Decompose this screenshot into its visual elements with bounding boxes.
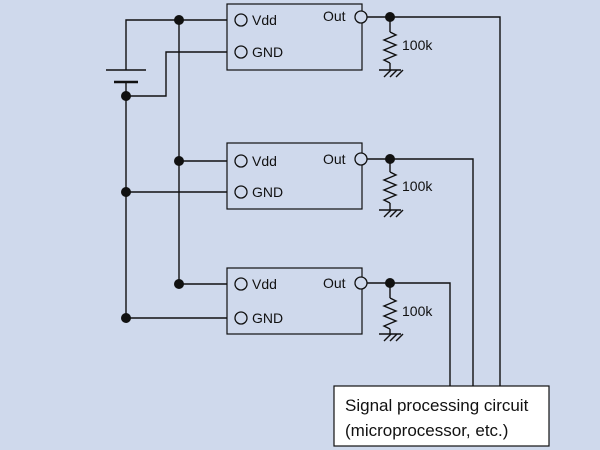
sensor-3-vdd-label: Vdd <box>252 276 277 292</box>
sensor-3-resistor-label: 100k <box>402 303 433 319</box>
sensor-2: Vdd GND Out <box>226 142 368 210</box>
sensor-2-out-pin <box>354 152 368 166</box>
sensor-1-gnd-pin <box>234 45 248 59</box>
sensor-2-gnd-label: GND <box>252 184 283 200</box>
sensor-1-vdd-label: Vdd <box>252 12 277 28</box>
sensor-3-gnd-pin <box>234 311 248 325</box>
sensor-3-out-label: Out <box>323 275 346 291</box>
gnd-rail <box>125 51 227 319</box>
sensor-3-box <box>226 267 363 335</box>
sensor-1-vdd-pin <box>234 13 248 27</box>
sensor-1-gnd-label: GND <box>252 44 283 60</box>
sensor-3-vdd-pin <box>234 277 248 291</box>
sensor-3-gnd-label: GND <box>252 310 283 326</box>
sensor-1-output-wiring: 100k <box>367 16 501 386</box>
processor-line-2: (microprocessor, etc.) <box>345 421 508 440</box>
sensor-2-out-label: Out <box>323 151 346 167</box>
junction-dots <box>121 12 395 323</box>
sensor-1-out-label: Out <box>323 8 346 24</box>
sensor-2-gnd-pin <box>234 185 248 199</box>
vdd-rail <box>125 19 227 285</box>
sensor-3: Vdd GND Out <box>226 267 368 335</box>
sensor-1: Vdd GND Out <box>226 3 368 71</box>
sensor-1-out-pin <box>354 10 368 24</box>
battery-symbol <box>106 69 146 84</box>
sensor-2-vdd-pin <box>234 154 248 168</box>
sensor-3-out-pin <box>354 276 368 290</box>
sensor-1-box <box>226 3 363 71</box>
sensor-2-resistor-label: 100k <box>402 178 433 194</box>
signal-processing-circuit: Signal processing circuit (microprocesso… <box>333 385 550 447</box>
processor-box <box>333 385 550 447</box>
sensor-2-vdd-label: Vdd <box>252 153 277 169</box>
sensor-3-output-wiring: 100k <box>367 282 451 386</box>
sensor-2-output-wiring: 100k <box>367 158 474 386</box>
sensor-1-resistor-label: 100k <box>402 37 433 53</box>
sensor-2-box <box>226 142 363 210</box>
processor-line-1: Signal processing circuit <box>345 396 529 415</box>
